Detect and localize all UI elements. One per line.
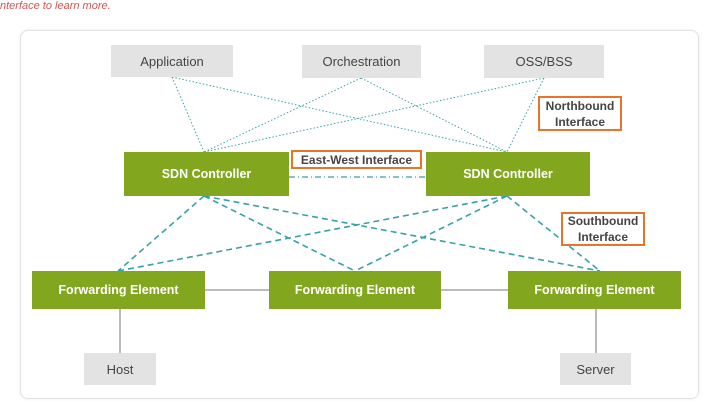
node-forwarding-right: Forwarding Element (508, 271, 681, 309)
link-orch-sdn-left (203, 77, 362, 153)
node-server: Server (560, 353, 631, 385)
link-sdnl-fer (203, 195, 601, 272)
link-app-sdn-left (171, 76, 205, 153)
link-sdnl-fel (117, 195, 205, 272)
node-forwarding-left: Forwarding Element (32, 271, 205, 309)
label-northbound: Northbound Interface (538, 96, 622, 131)
label-east-west: East-West Interface (291, 150, 422, 169)
link-app-sdn-right (171, 76, 508, 153)
caption-text: nterface to learn more. (0, 0, 111, 12)
link-orch-sdn-right (360, 77, 508, 153)
node-sdn-controller-right: SDN Controller (426, 152, 590, 196)
link-oss-sdn-left (203, 77, 545, 153)
node-application: Application (111, 45, 233, 77)
link-sdnl-fem (203, 195, 356, 272)
label-southbound: Southbound Interface (561, 212, 645, 246)
diagram-frame (20, 30, 699, 399)
node-orchestration: Orchestration (302, 45, 421, 78)
link-sdnr-fem (354, 195, 508, 272)
link-sdnr-fel (117, 195, 508, 272)
node-oss-bss: OSS/BSS (484, 45, 604, 78)
node-sdn-controller-left: SDN Controller (124, 152, 289, 196)
node-forwarding-middle: Forwarding Element (269, 271, 441, 309)
node-host: Host (84, 353, 156, 385)
